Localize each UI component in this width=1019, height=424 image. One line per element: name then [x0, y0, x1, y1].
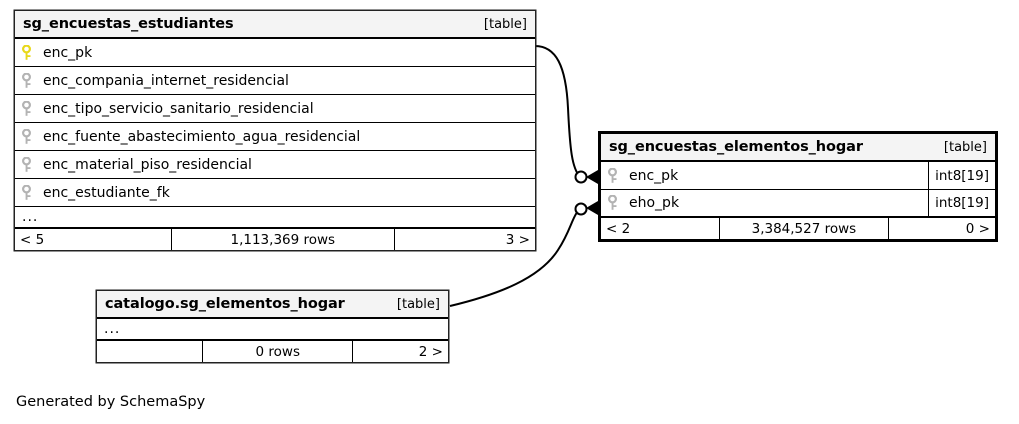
column-name-cell: enc_tipo_servicio_sanitario_residencial — [15, 100, 535, 117]
table-title: sg_encuestas_elementos_hogar — [609, 139, 863, 155]
column-name-cell: enc_estudiante_fk — [15, 184, 535, 201]
column-name-cell: enc_fuente_abastecimiento_agua_residenci… — [15, 128, 535, 145]
table-row[interactable]: enc_estudiante_fk — [15, 179, 535, 207]
table-row[interactable]: enc_pk int8[19] — [601, 162, 995, 190]
table-type-tag: [table] — [483, 16, 527, 32]
relationship-edge-enc-pk — [534, 45, 598, 184]
more-columns-indicator: ... — [15, 207, 535, 229]
column-label: enc_estudiante_fk — [43, 184, 170, 201]
column-name-cell: eho_pk — [601, 195, 928, 211]
zero-cardinality-icon — [574, 170, 588, 184]
column-name-cell: enc_compania_internet_residencial — [15, 72, 535, 89]
crowfoot-arrow-icon — [586, 201, 598, 215]
table-row[interactable]: enc_tipo_servicio_sanitario_residencial — [15, 95, 535, 123]
footer-prev-count[interactable]: < 5 — [20, 231, 45, 248]
footer-row-count: 3,384,527 rows — [719, 218, 889, 239]
table-footer: < 5 1,113,369 rows 3 > — [15, 229, 535, 250]
column-label: enc_material_piso_residencial — [43, 156, 252, 173]
table-footer: 0 rows 2 > — [97, 341, 448, 362]
column-datatype: int8[19] — [928, 162, 995, 189]
table-title: sg_encuestas_estudiantes — [23, 16, 234, 32]
table-sg-encuestas-elementos-hogar[interactable]: sg_encuestas_elementos_hogar [table] enc… — [598, 131, 998, 242]
column-name-cell: enc_pk — [601, 167, 928, 184]
column-name-cell: enc_material_piso_residencial — [15, 156, 535, 173]
crowfoot-arrow-icon — [586, 170, 598, 184]
column-label: enc_fuente_abastecimiento_agua_residenci… — [43, 128, 361, 145]
footer-row-count: 1,113,369 rows — [171, 229, 395, 250]
foreign-key-icon — [22, 184, 36, 201]
table-row[interactable]: enc_compania_internet_residencial — [15, 67, 535, 95]
column-name-cell: enc_pk — [15, 44, 535, 61]
table-row[interactable]: enc_fuente_abastecimiento_agua_residenci… — [15, 123, 535, 151]
table-type-tag: [table] — [943, 139, 987, 155]
column-label: enc_compania_internet_residencial — [43, 72, 289, 89]
table-footer: < 2 3,384,527 rows 0 > — [601, 218, 995, 239]
table-row[interactable]: eho_pk int8[19] — [601, 190, 995, 218]
foreign-key-icon — [22, 128, 36, 145]
column-label: enc_tipo_servicio_sanitario_residencial — [43, 100, 314, 117]
footer-prev-count[interactable] — [97, 341, 202, 362]
primary-key-icon — [22, 44, 36, 61]
table-header: sg_encuestas_elementos_hogar [table] — [601, 134, 995, 162]
table-row[interactable]: enc_material_piso_residencial — [15, 151, 535, 179]
foreign-key-icon — [608, 167, 622, 184]
table-catalogo-sg-elementos-hogar[interactable]: catalogo.sg_elementos_hogar [table] ... … — [96, 290, 449, 363]
column-label: enc_pk — [629, 167, 679, 184]
footer-next-count[interactable]: 3 > — [505, 231, 530, 248]
foreign-key-icon — [22, 156, 36, 173]
more-columns-indicator: ... — [97, 319, 448, 341]
footer-next-count[interactable]: 0 > — [965, 220, 990, 237]
foreign-key-icon — [22, 100, 36, 117]
foreign-key-icon — [22, 72, 36, 89]
table-type-tag: [table] — [396, 296, 440, 312]
footer-prev-count[interactable]: < 2 — [606, 220, 631, 237]
table-header: catalogo.sg_elementos_hogar [table] — [97, 291, 448, 319]
footer-row-count: 0 rows — [202, 341, 354, 362]
table-header: sg_encuestas_estudiantes [table] — [15, 11, 535, 39]
table-row[interactable]: enc_pk — [15, 39, 535, 67]
table-sg-encuestas-estudiantes[interactable]: sg_encuestas_estudiantes [table] enc_pk — [14, 10, 536, 251]
column-label: eho_pk — [629, 195, 680, 211]
table-title: catalogo.sg_elementos_hogar — [105, 296, 345, 312]
foreign-key-icon — [608, 195, 622, 211]
generated-by-caption: Generated by SchemaSpy — [16, 394, 206, 410]
footer-next-count[interactable]: 2 > — [418, 343, 443, 360]
column-datatype: int8[19] — [928, 190, 995, 216]
zero-cardinality-icon — [574, 202, 588, 216]
column-label: enc_pk — [43, 44, 93, 61]
